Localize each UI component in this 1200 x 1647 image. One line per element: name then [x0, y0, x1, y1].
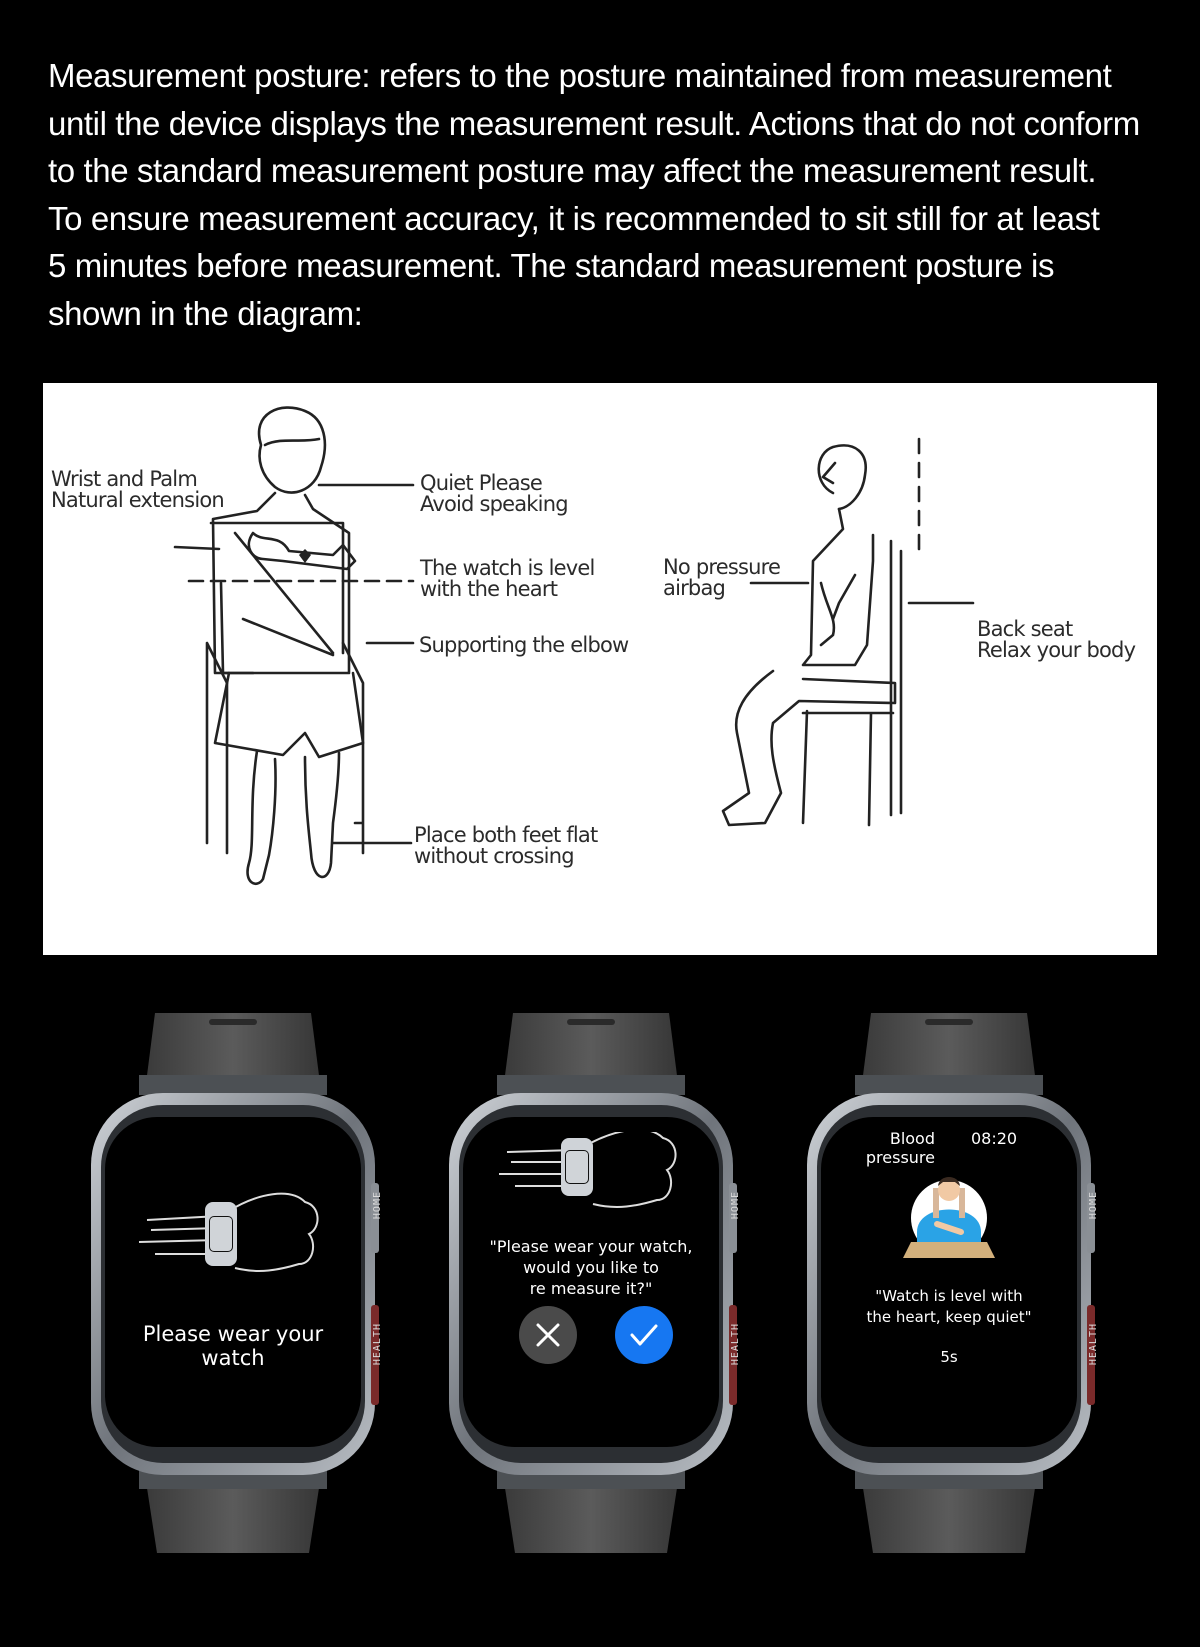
confirm-button[interactable]	[615, 1306, 673, 1364]
posture-avatar-icon	[903, 1177, 995, 1258]
home-label: HOME	[372, 1191, 383, 1220]
wrist-watch-icon	[499, 1132, 677, 1208]
watch-1-screen: Please wear your watch	[109, 1132, 357, 1432]
watch-2: HOME HEALTH "Please wear your watch, wou…	[441, 1013, 741, 1553]
home-label: HOME	[1088, 1191, 1099, 1220]
health-label: HEALTH	[730, 1323, 741, 1366]
intro-line: 5 minutes before measurement. The standa…	[48, 247, 1055, 284]
heart-mark	[299, 549, 311, 563]
intro-line: To ensure measurement accuracy, it is re…	[48, 199, 1100, 237]
watch-body	[449, 1013, 737, 1553]
watch-3: HOME HEALTH Blood pressure 08:20 "Watch …	[799, 1013, 1099, 1553]
posture-illustration	[173, 406, 975, 885]
intro-line: until the device displays the measuremen…	[48, 104, 1140, 142]
health-label: HEALTH	[1088, 1323, 1099, 1366]
bp-instruction: "Watch is level with the heart, keep qui…	[866, 1287, 1032, 1326]
intro-line: to the standard measurement posture may …	[48, 152, 1097, 189]
cancel-button[interactable]	[519, 1306, 577, 1364]
countdown: 5s	[940, 1348, 958, 1366]
close-icon	[536, 1323, 560, 1347]
wrist-watch-icon	[138, 1192, 319, 1272]
wear-watch-message: Please wear your watch	[142, 1322, 324, 1370]
bp-title: Blood pressure	[865, 1132, 935, 1167]
check-icon	[630, 1324, 658, 1346]
watch-1: HOME HEALTH Please wear your watch	[83, 1013, 383, 1553]
watch-3-screen: Blood pressure 08:20 "Watch is level wit…	[825, 1132, 1073, 1432]
intro-line: Measurement posture: refers to the postu…	[48, 57, 1112, 94]
watch-body	[807, 1013, 1095, 1553]
home-label: HOME	[730, 1191, 741, 1220]
health-label: HEALTH	[372, 1323, 383, 1366]
clock-time: 08:20	[971, 1132, 1018, 1148]
watch-body	[91, 1013, 379, 1553]
intro-paragraph: Measurement posture: refers to the postu…	[48, 52, 1168, 337]
label-elbow: Supporting the elbow	[419, 633, 629, 657]
rewear-prompt: "Please wear your watch, would you like …	[489, 1237, 693, 1298]
watch-2-screen: "Please wear your watch, would you like …	[467, 1132, 715, 1432]
intro-line: shown in the diagram:	[48, 294, 363, 332]
